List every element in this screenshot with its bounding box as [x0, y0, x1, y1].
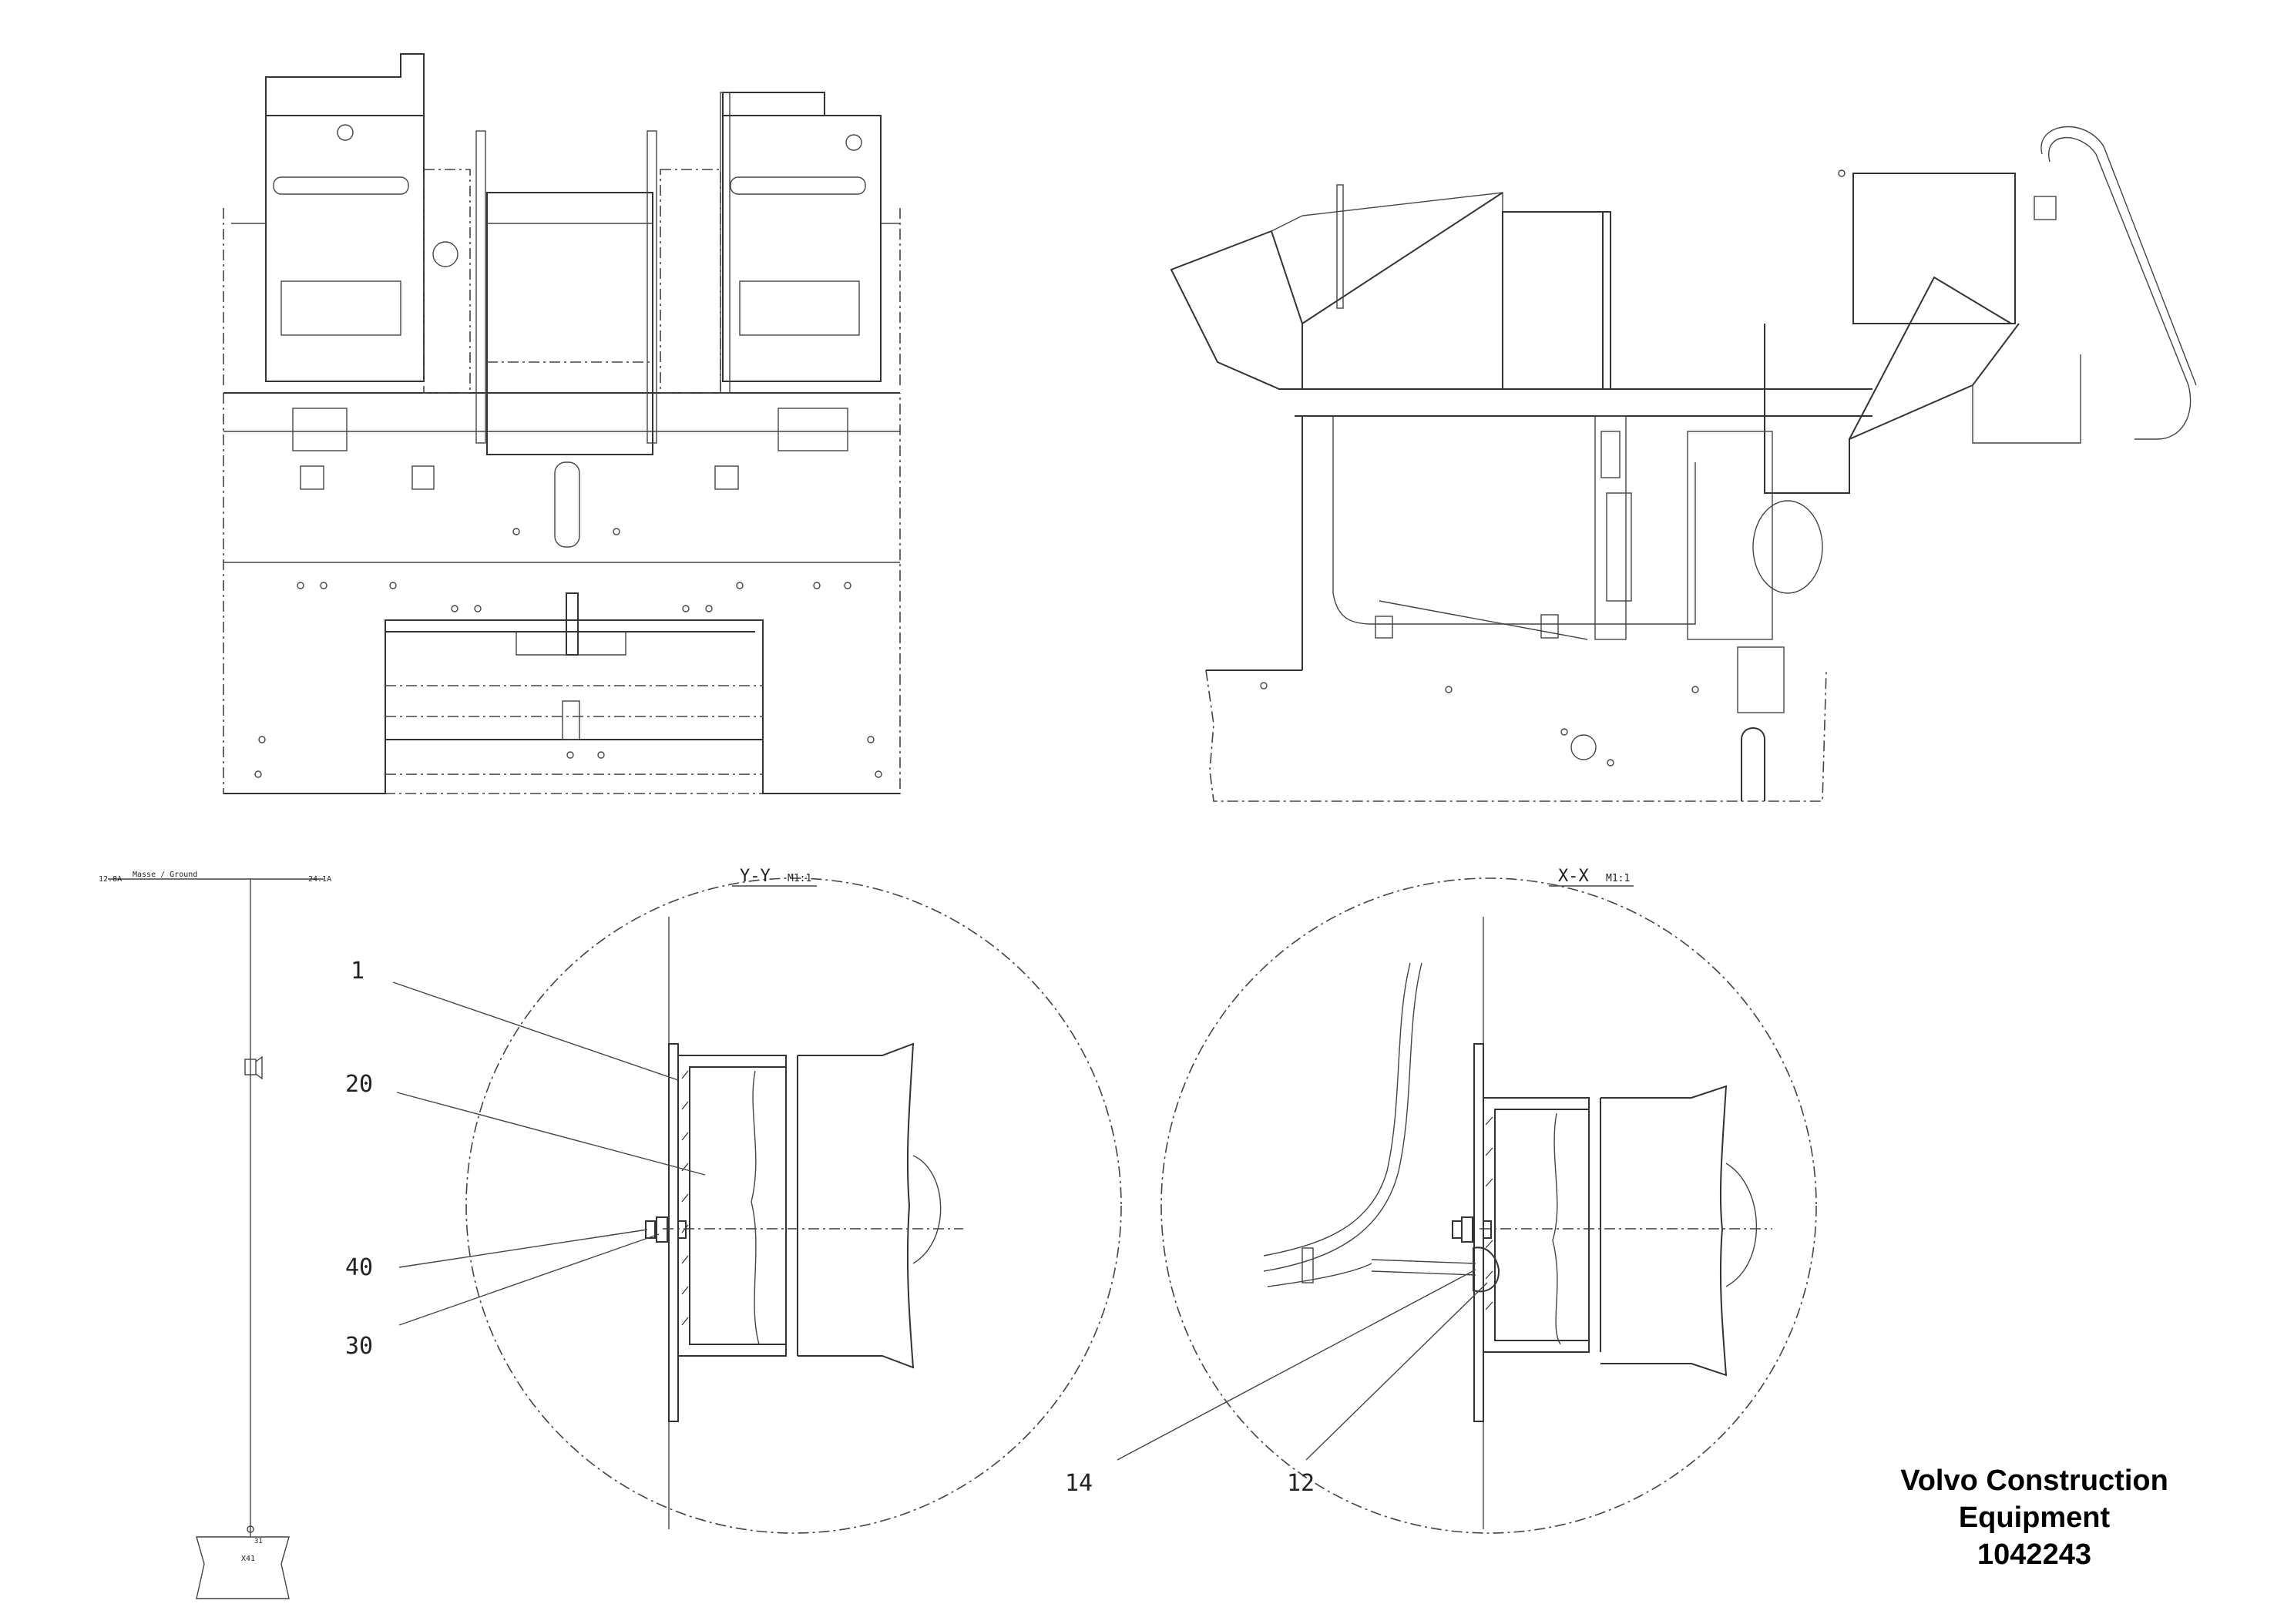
section-yy-scale: M1:1	[788, 873, 811, 884]
callout-14: 14	[1065, 1470, 1093, 1497]
brand-subtitle: Equipment	[1958, 1502, 2111, 1534]
section-yy-title: Y-Y	[740, 867, 771, 886]
rear-view-frame	[223, 53, 901, 794]
section-yy-detail	[392, 877, 1122, 1534]
ground-ref-left: 12.8A	[99, 875, 122, 884]
callout-20: 20	[345, 1071, 373, 1098]
section-xx-detail	[1117, 877, 1817, 1534]
brand-name: Volvo Construction	[1900, 1465, 2168, 1497]
section-xx-scale: M1:1	[1606, 873, 1630, 884]
brand-block: Volvo Construction Equipment 1042243	[1834, 1462, 2235, 1573]
ground-ref-right: 24.1A	[308, 875, 331, 884]
callout-30: 30	[345, 1333, 373, 1360]
callout-1: 1	[351, 958, 364, 985]
connector-label: X41	[241, 1555, 255, 1563]
side-view-machine	[1170, 126, 2197, 802]
ground-label: Masse / Ground	[133, 871, 197, 879]
callout-40: 40	[345, 1254, 373, 1281]
wiring-schematic	[108, 878, 324, 1599]
section-xx-title: X-X	[1558, 867, 1589, 886]
callout-12: 12	[1287, 1470, 1315, 1497]
part-number: 1042243	[1977, 1538, 2091, 1571]
connector-pin: 31	[254, 1538, 263, 1545]
